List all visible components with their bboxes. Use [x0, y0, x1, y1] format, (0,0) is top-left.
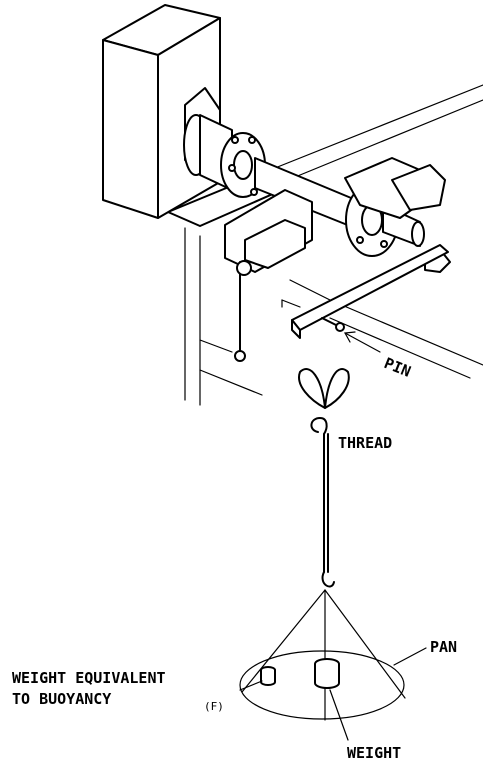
pin-pointer [344, 331, 381, 353]
thread-label: THREAD [338, 434, 392, 452]
torque-arm [281, 244, 449, 339]
hook-rod [310, 416, 335, 588]
weight-label: WEIGHT [347, 744, 401, 762]
f-marker: (F) [204, 700, 224, 713]
pin-label: PIN [382, 354, 414, 381]
main-weight [314, 658, 340, 689]
pan-label: PAN [430, 638, 457, 656]
rear-vise [344, 157, 451, 273]
f-leader [239, 680, 263, 691]
weight-equivalent-label-line1: WEIGHT EQUIVALENT [12, 669, 166, 687]
thread-loop [298, 368, 350, 409]
front-vise [224, 189, 313, 362]
buoyancy-weight [260, 666, 276, 686]
weight-equivalent-label-line2: TO BUOYANCY [12, 690, 111, 708]
weight-leader [329, 689, 349, 741]
pan-leader [393, 647, 427, 666]
motor-housing [102, 4, 221, 219]
pan-suspension [239, 589, 406, 721]
